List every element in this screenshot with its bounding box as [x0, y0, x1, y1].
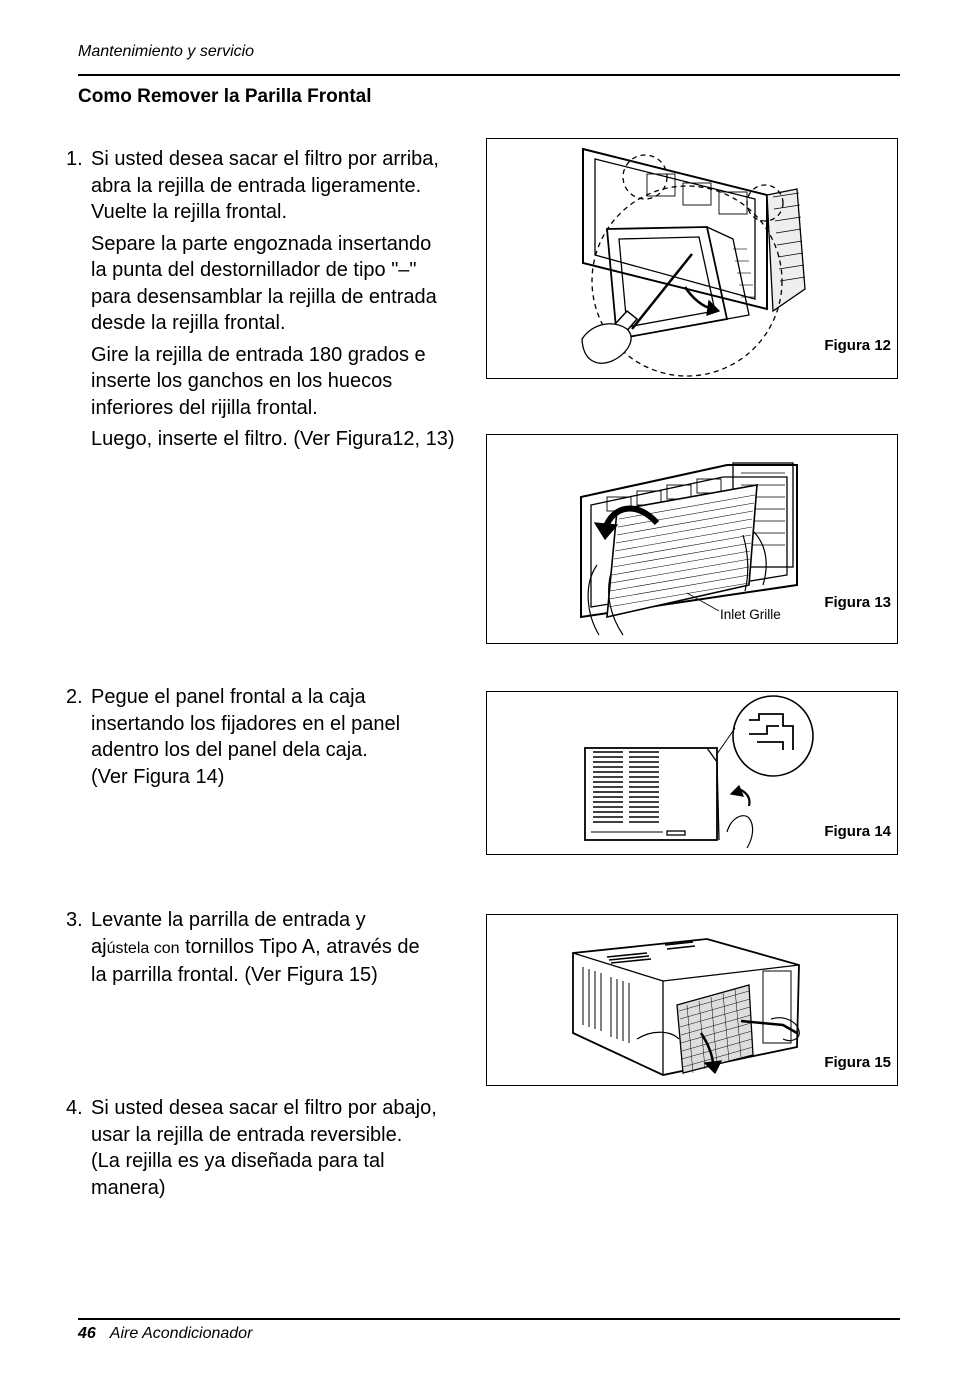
figure-13: Inlet Grille Figura 13	[486, 434, 898, 644]
footer: 46 Aire Acondicionador	[78, 1325, 252, 1343]
footer-rule	[78, 1318, 900, 1320]
figure-15-caption: Figura 15	[824, 1054, 891, 1071]
step-1-paragraph-2: Separe la parte engoznada insertando la …	[91, 232, 437, 335]
figure-12-illustration	[581, 147, 806, 377]
step-number: 3.	[66, 909, 83, 931]
step-number: 2.	[66, 686, 83, 708]
step-2: 2. Pegue el panel frontal a la caja inse…	[66, 684, 486, 795]
step-1: 1. Si usted desea sacar el filtro por ar…	[66, 146, 486, 458]
section-title: Como Remover la Parilla Frontal	[78, 86, 372, 107]
figure-14: Figura 14	[486, 691, 898, 855]
inlet-grille-label: Inlet Grille	[720, 607, 781, 622]
header-rule	[78, 74, 900, 76]
step-4: 4. Si usted desea sacar el filtro por ab…	[66, 1095, 486, 1206]
step-4-paragraph-1: Si usted desea sacar el filtro por abajo…	[91, 1097, 437, 1199]
figure-14-caption: Figura 14	[824, 823, 891, 840]
page-number: 46	[78, 1325, 96, 1342]
step-3-line-3: la parrilla frontal. (Ver Figura 15)	[91, 964, 378, 986]
figure-15: Figura 15	[486, 914, 898, 1086]
figure-13-caption: Figura 13	[824, 594, 891, 611]
figure-15-illustration	[572, 938, 800, 1076]
header-section-label: Mantenimiento y servicio	[78, 43, 255, 60]
step-2-paragraph-1: Pegue el panel frontal a la caja inserta…	[91, 686, 401, 788]
step-3-line-2: ajústela con tornillos Tipo A, através d…	[91, 935, 420, 958]
step-1-paragraph-3: Gire la rejilla de entrada 180 grados e …	[91, 343, 426, 419]
step-number: 4.	[66, 1097, 83, 1119]
step-1-paragraph-1: Si usted desea sacar el filtro por arrib…	[91, 148, 439, 223]
figure-13-illustration	[580, 462, 798, 636]
step-1-paragraph-4: Luego, inserte el filtro. (Ver Figura12,…	[91, 428, 455, 450]
step-3: 3. Levante la parrilla de entrada y ajús…	[66, 907, 486, 989]
step-number: 1.	[66, 148, 83, 170]
figure-12: Figura 12	[486, 138, 898, 379]
footer-doc-title: Aire Acondicionador	[109, 1325, 253, 1342]
figure-14-illustration	[584, 695, 814, 849]
figure-12-caption: Figura 12	[824, 337, 891, 354]
step-3-line-1: Levante la parrilla de entrada y	[91, 909, 366, 931]
